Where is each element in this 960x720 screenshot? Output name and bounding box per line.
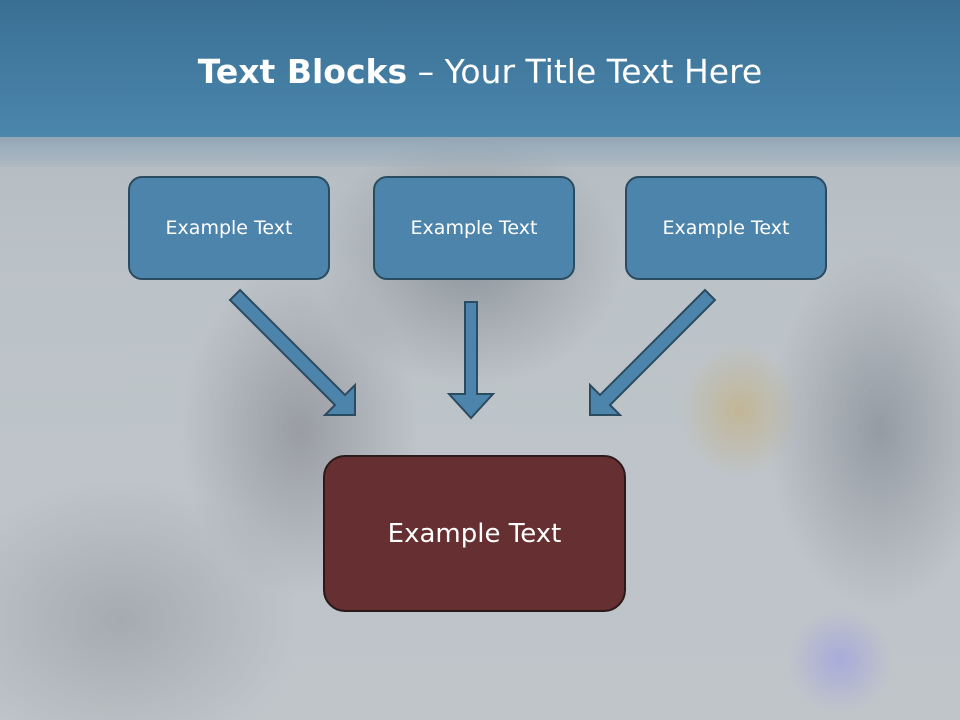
slide-title-bold: Text Blocks — [197, 52, 408, 91]
text-block-left-label: Example Text — [165, 217, 293, 239]
text-block-center-label: Example Text — [410, 217, 538, 239]
title-bar — [0, 0, 960, 137]
title-bar-strip — [0, 137, 960, 167]
arrow-right — [589, 288, 717, 416]
arrow-left — [228, 288, 356, 416]
text-block-bottom[interactable]: Example Text — [323, 455, 626, 612]
arrow-center — [446, 301, 496, 420]
text-block-right[interactable]: Example Text — [625, 176, 827, 280]
text-block-center[interactable]: Example Text — [373, 176, 575, 280]
slide-title-rest: – Your Title Text Here — [407, 52, 763, 91]
slide-title: Text Blocks – Your Title Text Here — [0, 52, 960, 91]
text-block-bottom-label: Example Text — [387, 518, 562, 549]
text-block-left[interactable]: Example Text — [128, 176, 330, 280]
text-block-right-label: Example Text — [662, 217, 790, 239]
